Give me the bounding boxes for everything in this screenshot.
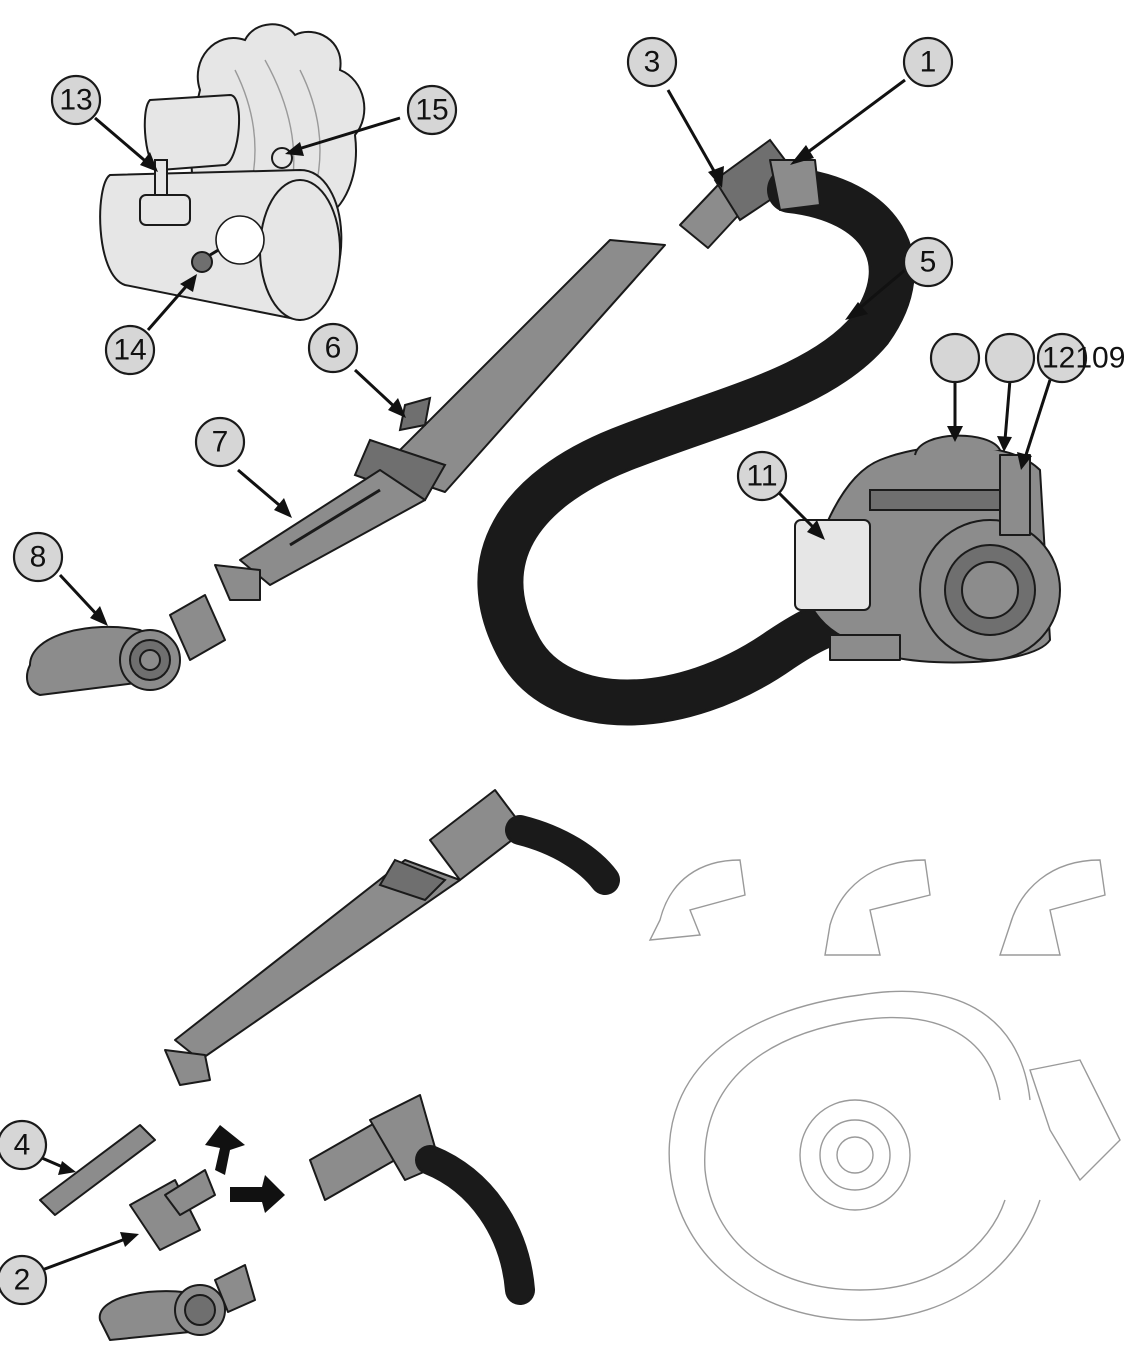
callout-11: 11	[736, 450, 788, 502]
callout-3-label: 3	[644, 46, 661, 79]
callout-6: 6	[307, 322, 359, 374]
callout-blank-1	[929, 332, 981, 384]
callout-6-label: 6	[325, 332, 342, 365]
callout-11-label: 11	[746, 460, 777, 493]
callout-1-label: 1	[920, 46, 937, 79]
callout-8: 8	[12, 531, 64, 583]
callout-14: 14	[104, 324, 156, 376]
callout-5-label: 5	[920, 246, 937, 279]
callout-4-label: 4	[14, 1129, 31, 1162]
telescopic-wand	[214, 138, 802, 601]
callout-blank-2	[984, 332, 1036, 384]
callout-15-label: 15	[415, 94, 448, 127]
callout-arrows	[34, 78, 1052, 1272]
turbine-head	[26, 594, 226, 696]
vacuum-main-unit	[794, 434, 1061, 664]
callout-14-label: 14	[113, 334, 146, 367]
callout-overflow-label: 12109	[1042, 342, 1125, 375]
callout-15: 15	[406, 84, 458, 136]
callout-3: 3	[626, 36, 678, 88]
callout-1: 1	[902, 36, 954, 88]
callout-2: 2	[0, 1254, 48, 1306]
callout-13-label: 13	[59, 84, 92, 117]
callout-5: 5	[902, 236, 954, 288]
lower-wand-assembly	[164, 789, 620, 1086]
callout-7-label: 7	[212, 426, 229, 459]
accessory-tools	[39, 1094, 535, 1341]
callout-8-label: 8	[30, 541, 47, 574]
canister-detail	[99, 23, 366, 322]
callout-7: 7	[194, 416, 246, 468]
accessory-sketches	[648, 859, 1121, 1321]
callout-4: 4	[0, 1119, 48, 1171]
callout-2-label: 2	[14, 1264, 31, 1297]
callout-13: 13	[50, 74, 102, 126]
main-hose	[477, 159, 915, 726]
callout-labels: 1 2 3 4 5 6 7 8	[0, 36, 1125, 1306]
callout-12-circle	[1036, 332, 1088, 384]
